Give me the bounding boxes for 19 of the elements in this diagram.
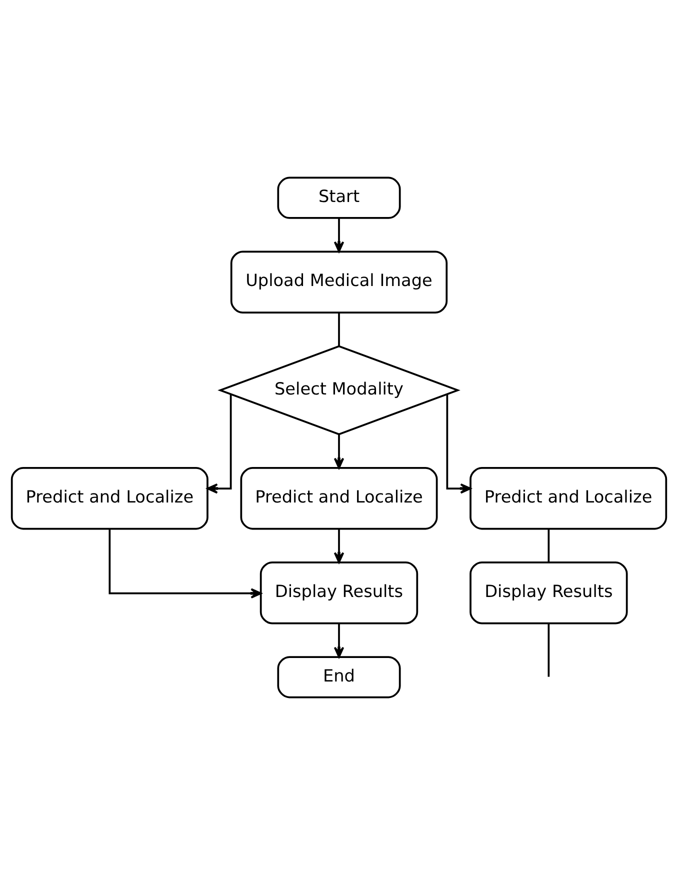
node-box: Predict and Localize	[240, 466, 438, 530]
node-box: Display Results	[470, 562, 628, 624]
connector	[548, 528, 550, 562]
arrow	[334, 434, 344, 469]
arrow	[446, 394, 472, 494]
node-box: Start	[277, 176, 401, 219]
arrow	[206, 394, 232, 494]
node-box: Predict and Localize	[10, 466, 208, 530]
arrow	[334, 528, 344, 564]
connector	[338, 312, 340, 346]
node-box: Predict and Localize	[470, 466, 668, 530]
connector	[548, 624, 550, 677]
node-box: Upload Medical Image	[230, 250, 448, 314]
node-diamond: Select Modality	[218, 345, 460, 436]
arrow	[108, 528, 262, 598]
node-box: Display Results	[260, 562, 418, 624]
node-box: End	[277, 656, 401, 698]
arrow	[334, 624, 344, 658]
arrow	[334, 218, 344, 252]
